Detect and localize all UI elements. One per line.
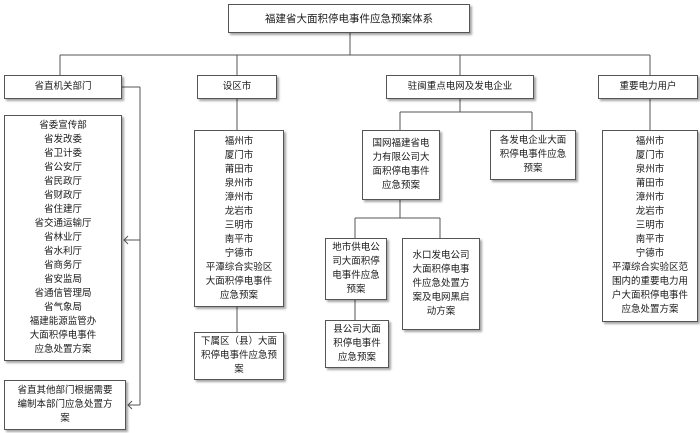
- user-line: 福州市: [635, 136, 665, 147]
- user-line: 平潭综合实验区范: [611, 262, 688, 273]
- category-cities-label: 设区市: [222, 81, 252, 92]
- county-plan-text: 下属区（县）大面积停电事件应急预案: [201, 336, 278, 375]
- user-plans-box: 福州市 厦门市 泉州市 莆田市 漳州市 龙岩市 三明市 南平市 宁德市 平潭综合…: [602, 130, 698, 322]
- dept-line: 省卫计委: [43, 148, 82, 159]
- dept-line: 省商务厅: [43, 260, 82, 271]
- provincial-other-box: 省直其他部门根据需要编制本部门应急处置方案: [4, 380, 126, 430]
- category-users-label: 重要电力用户: [619, 81, 677, 92]
- user-line: 龙岩市: [635, 206, 665, 217]
- user-line: 南平市: [635, 234, 665, 245]
- user-line: 泉州市: [635, 164, 665, 175]
- hydro-box: 水口发电公司大面积停电事件应急处置方案及电网黑启动方案: [402, 238, 480, 330]
- dept-line: 省林业厅: [43, 232, 82, 243]
- dept-line: 省气象局: [43, 302, 82, 313]
- state-grid-text: 国网福建省电力有限公司大面积停电事件应急预案: [372, 138, 430, 191]
- root-plan-title: 福建省大面积停电事件应急预案体系: [265, 12, 433, 25]
- category-grid-box: 驻闽重点电网及发电企业: [386, 75, 534, 99]
- city-line: 平潭综合实验区: [205, 261, 273, 273]
- city-line: 厦门市: [224, 149, 254, 161]
- dept-line: 省公安厅: [43, 162, 82, 173]
- city-line: 泉州市: [224, 177, 254, 189]
- city-plans-box: 福州市 厦门市 莆田市 泉州市 漳州市 龙岩市 三明市 南平市 宁德市 平潭综合…: [194, 130, 284, 307]
- user-line: 漳州市: [635, 192, 665, 203]
- dept-line: 省委宣传部: [39, 120, 87, 131]
- hydro-text: 水口发电公司大面积停电事件应急处置方案及电网黑启动方案: [412, 250, 470, 317]
- category-users-box: 重要电力用户: [598, 75, 698, 99]
- user-line: 三明市: [635, 220, 665, 231]
- power-gen-text: 各发电企业大面积停电事件应急预案: [499, 135, 567, 174]
- user-line: 户大面积停电事件: [611, 290, 688, 301]
- user-line: 宁德市: [635, 248, 665, 259]
- power-gen-box: 各发电企业大面积停电事件应急预案: [490, 130, 576, 180]
- dept-line: 省安监局: [43, 274, 82, 285]
- dept-line: 省住建厅: [43, 204, 82, 215]
- user-line: 应急处置方案: [621, 304, 679, 315]
- category-provincial-box: 省直机关部门: [4, 75, 122, 99]
- dept-line: 应急处置方案: [34, 344, 92, 355]
- dept-line: 福建能源监管办: [29, 316, 97, 327]
- dept-line: 省民政厅: [43, 176, 82, 187]
- city-line: 三明市: [224, 219, 254, 231]
- dept-line: 省交通运输厅: [34, 218, 92, 229]
- category-grid-label: 驻闽重点电网及发电企业: [407, 81, 513, 92]
- dept-line: 省发改委: [43, 134, 82, 145]
- local-supply-box: 地市供电公司大面积停电事件应急预案: [325, 238, 387, 300]
- user-line: 厦门市: [635, 150, 665, 161]
- city-line: 宁德市: [224, 247, 254, 259]
- county-company-text: 县公司大面积停电事件应急预案: [333, 324, 381, 363]
- city-line: 漳州市: [224, 191, 254, 203]
- dept-line: 省财政厅: [43, 190, 82, 201]
- category-cities-box: 设区市: [197, 75, 277, 99]
- dept-line: 省水利厅: [43, 246, 82, 257]
- city-line: 应急预案: [219, 289, 258, 301]
- local-supply-text: 地市供电公司大面积停电事件应急预案: [332, 242, 380, 295]
- city-line: 莆田市: [224, 163, 254, 175]
- dept-line: 大面积停电事件: [29, 330, 97, 341]
- user-line: 莆田市: [635, 178, 665, 189]
- county-company-box: 县公司大面积停电事件应急预案: [325, 320, 389, 368]
- user-line: 围内的重要电力用: [611, 276, 688, 287]
- provincial-depts-box: 省委宣传部 省发改委 省卫计委 省公安厅 省民政厅 省财政厅 省住建厅 省交通运…: [4, 115, 122, 361]
- dept-line: 省通信管理局: [34, 288, 92, 299]
- root-plan-box: 福建省大面积停电事件应急预案体系: [228, 4, 470, 33]
- city-line: 大面积停电事件: [205, 275, 273, 287]
- city-line: 福州市: [224, 135, 254, 147]
- city-line: 龙岩市: [224, 205, 254, 217]
- provincial-other-text: 省直其他部门根据需要编制本部门应急处置方案: [17, 385, 113, 424]
- category-provincial-label: 省直机关部门: [34, 81, 92, 92]
- county-plan-box: 下属区（县）大面积停电事件应急预案: [194, 332, 284, 380]
- city-line: 南平市: [224, 233, 254, 245]
- state-grid-box: 国网福建省电力有限公司大面积停电事件应急预案: [362, 130, 440, 200]
